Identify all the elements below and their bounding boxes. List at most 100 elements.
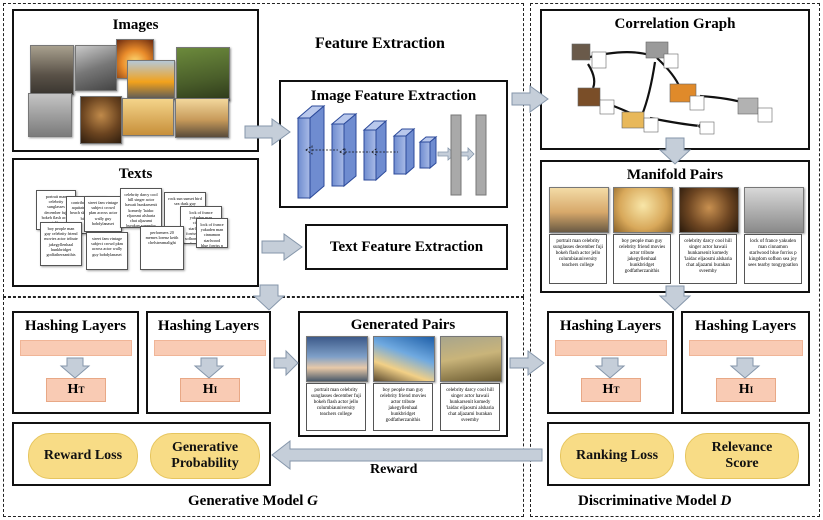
relevance-score-pill: Relevance Score bbox=[685, 433, 799, 479]
image-thumb-helicopter bbox=[122, 98, 174, 136]
reward-arrow bbox=[271, 439, 543, 471]
generative-model-caption: Generative Model G bbox=[188, 493, 318, 510]
image-thumb-tower bbox=[28, 93, 72, 137]
arrow-texts-to-text-fe bbox=[261, 233, 303, 261]
hash-down-arrow bbox=[59, 357, 91, 379]
image-thumb-car bbox=[127, 60, 175, 100]
image-thumb-deer bbox=[176, 47, 230, 101]
manifold-pairs-title: Manifold Pairs bbox=[626, 167, 724, 183]
arrow-generated-to-discriminative bbox=[509, 350, 545, 376]
hash-down-arrow bbox=[193, 357, 225, 379]
manifold-text-card: celebrity darcy cool hill singer actor h… bbox=[679, 234, 737, 284]
fc-layer-2 bbox=[475, 114, 487, 196]
hash-code-subscript: I bbox=[213, 385, 218, 395]
generative-probability-label-line2: Probability bbox=[171, 456, 239, 471]
discriminative-model-label: Discriminative Model bbox=[578, 493, 717, 509]
hash-down-arrow bbox=[729, 357, 761, 379]
hashing-bar bbox=[154, 340, 266, 356]
block-arrows bbox=[59, 85, 761, 471]
arrow-graph-to-manifold bbox=[658, 137, 692, 165]
image-thumb-people bbox=[30, 45, 74, 95]
generated-text-card: boy people man guy celebrity friend movi… bbox=[373, 383, 433, 431]
hashing-bar bbox=[20, 340, 132, 356]
arrow-texts-to-hashing bbox=[252, 284, 286, 311]
generated-image-sky bbox=[373, 336, 435, 382]
arrow-manifold-to-hashing bbox=[658, 285, 692, 311]
generated-text-card: celebrity darcy cool hill singer actor h… bbox=[440, 383, 500, 431]
generated-image-field bbox=[440, 336, 502, 382]
image-thumb-street bbox=[75, 45, 117, 91]
text-doc: performers 20 memes lorenz keith chelstr… bbox=[140, 226, 184, 270]
conv-block-2 bbox=[330, 112, 358, 188]
relevance-score-label-line2: Score bbox=[725, 456, 759, 471]
manifold-image-eagle bbox=[679, 187, 739, 233]
arrow-fe-to-graph bbox=[511, 85, 549, 113]
image-thumb-rock bbox=[175, 98, 229, 138]
text-doc: lock of france yakuden man cinnamon star… bbox=[196, 218, 228, 248]
text-doc: street fam vintage subject crowd pkm acr… bbox=[86, 232, 128, 270]
text-doc: street fam vintage subject crowd pkm acr… bbox=[84, 196, 122, 232]
text-doc: celebrity darcy cool hill singer actor h… bbox=[120, 188, 162, 228]
image-feature-extraction-title: Image Feature Extraction bbox=[310, 88, 477, 104]
image-thumb-eagle bbox=[80, 96, 122, 144]
reward-label: Reward bbox=[370, 462, 418, 477]
graph-node-image bbox=[571, 41, 759, 129]
hash-code-subscript: I bbox=[749, 385, 754, 395]
text-feature-extraction-box: Text Feature Extraction bbox=[305, 224, 508, 270]
hash-down-arrow bbox=[594, 357, 626, 379]
conv-block-1 bbox=[296, 104, 326, 200]
hash-code-symbol: H bbox=[202, 382, 214, 397]
text-doc: boy people man guy celebrity friend movi… bbox=[40, 222, 82, 266]
generative-model-symbol: G bbox=[307, 493, 318, 509]
conv-block-4 bbox=[392, 127, 416, 176]
manifold-image-helicopter bbox=[613, 187, 673, 233]
reward-loss-pill: Reward Loss bbox=[28, 433, 138, 479]
graph-node-text bbox=[591, 51, 773, 135]
manifold-text-card: portrait man celebrity sunglasses decemb… bbox=[549, 234, 607, 284]
manifold-text-card: boy people man guy celebrity friend movi… bbox=[613, 234, 671, 284]
manifold-text-card: lock of france yakuden man cinnamon star… bbox=[744, 234, 802, 284]
hash-code-symbol: H bbox=[602, 382, 614, 397]
text-feature-extraction-title: Text Feature Extraction bbox=[329, 238, 484, 255]
relevance-score-label-line1: Relevance bbox=[711, 440, 773, 455]
generated-image-beach bbox=[306, 336, 368, 382]
conv-block-3 bbox=[362, 119, 388, 182]
hash-code-subscript: T bbox=[78, 385, 85, 395]
correlation-graph-title: Correlation Graph bbox=[614, 16, 736, 32]
conv-block-5 bbox=[418, 135, 438, 170]
generated-text-card: portrait man celebrity sunglasses decemb… bbox=[306, 383, 366, 431]
ranking-loss-label: Ranking Loss bbox=[575, 448, 659, 463]
generative-probability-pill: Generative Probability bbox=[150, 433, 260, 479]
feature-extraction-title: Feature Extraction bbox=[315, 35, 445, 52]
texts-title: Texts bbox=[118, 166, 153, 182]
discriminative-model-region bbox=[530, 3, 820, 517]
discriminative-model-symbol: D bbox=[720, 493, 732, 509]
correlation-graph bbox=[571, 41, 773, 135]
manifold-image-rock bbox=[549, 187, 609, 233]
hashing-layers-title: Hashing Layers bbox=[559, 318, 662, 334]
hash-code-symbol: H bbox=[738, 382, 750, 397]
hashing-bar bbox=[555, 340, 667, 356]
hashing-layers-title: Hashing Layers bbox=[24, 318, 127, 334]
arrow-hashing-to-generated bbox=[273, 349, 299, 377]
ranking-loss-pill: Ranking Loss bbox=[560, 433, 674, 479]
fc-layer-1 bbox=[450, 114, 462, 196]
images-title: Images bbox=[112, 17, 159, 33]
hash-code-subscript: T bbox=[613, 385, 620, 395]
generative-probability-label-line1: Generative bbox=[171, 440, 239, 455]
hashing-layers-title: Hashing Layers bbox=[694, 318, 797, 334]
generative-model-label: Generative Model bbox=[188, 493, 304, 509]
cnn-layers bbox=[296, 104, 487, 200]
reward-loss-label: Reward Loss bbox=[43, 448, 123, 463]
arrow-images-to-cnn bbox=[244, 118, 291, 146]
hash-code-symbol: H bbox=[67, 382, 79, 397]
hashing-bar bbox=[689, 340, 803, 356]
discriminative-model-caption: Discriminative Model D bbox=[578, 493, 731, 510]
manifold-image-tower bbox=[744, 187, 804, 233]
hashing-layers-title: Hashing Layers bbox=[157, 318, 260, 334]
